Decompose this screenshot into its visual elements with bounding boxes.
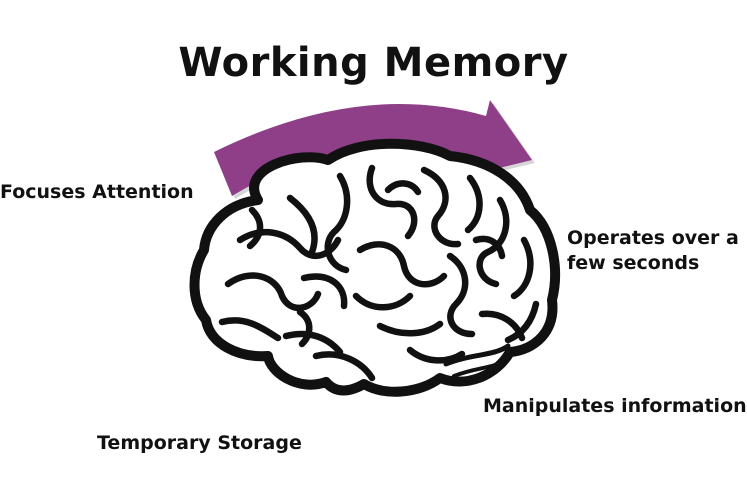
label-focuses-attention: Focuses Attention bbox=[0, 181, 194, 203]
curved-arrow-icon bbox=[214, 100, 535, 199]
label-manipulates-information: Manipulates information bbox=[483, 395, 747, 417]
label-operates-line1: Operates over a bbox=[567, 227, 739, 249]
label-operates-over-seconds: Operates over a few seconds bbox=[567, 226, 739, 275]
label-operates-line2: few seconds bbox=[567, 251, 700, 274]
diagram-title: Working Memory bbox=[178, 40, 569, 86]
label-temporary-storage: Temporary Storage bbox=[97, 432, 302, 454]
brain-icon bbox=[189, 138, 561, 397]
